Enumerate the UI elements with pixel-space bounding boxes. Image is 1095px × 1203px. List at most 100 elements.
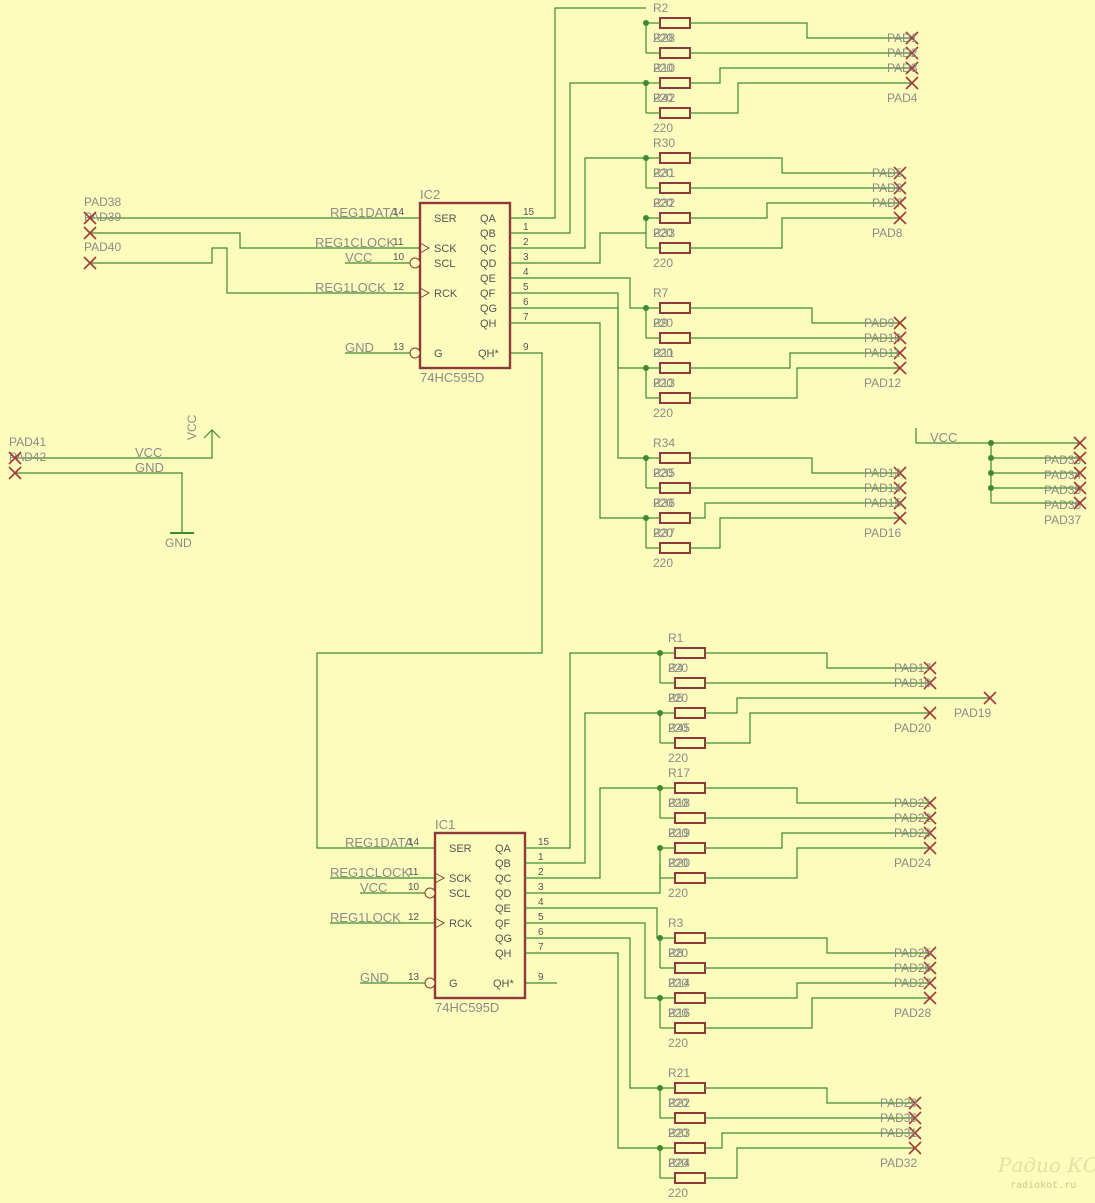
pad-marker <box>893 211 907 225</box>
gnd-symbol-label: GND <box>165 536 192 550</box>
wire <box>705 847 930 879</box>
pin-number: 9 <box>538 972 544 983</box>
pad-marker <box>905 31 919 45</box>
junction-dot <box>657 845 663 851</box>
net-label: VCC <box>360 880 387 895</box>
resistor <box>659 182 691 194</box>
resistor-name: R4 <box>668 661 684 675</box>
resistor-name: R11 <box>653 346 674 360</box>
pad-marker <box>1073 466 1087 480</box>
pad-label: PAD15 <box>864 496 901 510</box>
pad-label: PAD40 <box>84 240 121 254</box>
watermark-logo: Радио КОТ <box>997 1153 1095 1177</box>
pad-label: PAD29 <box>880 1096 917 1110</box>
ic-part: 74HC595D <box>420 370 484 385</box>
pin-number: 11 <box>393 237 404 248</box>
pin-label: QD <box>480 258 497 270</box>
pad-label: PAD27 <box>894 976 931 990</box>
resistor-group: R17220R18220R19220R20220PAD21PAD22PAD23P… <box>525 766 937 900</box>
pin-label: RCK <box>449 918 473 930</box>
pin-number: 12 <box>408 912 420 923</box>
wire <box>525 952 660 1149</box>
resistor-value: 220 <box>653 316 673 330</box>
power-labels: PAD41 PAD42 VCC GND VCC GND <box>9 414 199 550</box>
pin-label: QC <box>495 873 512 885</box>
resistor <box>674 1172 706 1184</box>
wire <box>690 217 900 249</box>
resistor-name: R10 <box>653 61 675 75</box>
resistor-name: R37 <box>653 526 675 540</box>
wire <box>705 1147 915 1179</box>
pin-number: 3 <box>538 882 544 893</box>
pad-marker <box>908 1141 922 1155</box>
resistor-name: R31 <box>653 166 675 180</box>
wire <box>690 352 900 369</box>
net-label: REG1CLOCK <box>315 235 396 250</box>
pin-number: 2 <box>523 237 529 248</box>
pin-number: 14 <box>393 207 405 218</box>
pin-label: SER <box>449 843 472 855</box>
pin-label: QE <box>495 903 511 915</box>
resistor-group: R21220R22220R23220R24220PAD29PAD30PAD31P… <box>525 937 922 1200</box>
wire <box>510 7 646 219</box>
net-label: REG1CLOCK <box>330 865 411 880</box>
pad-label: PAD35 <box>1044 483 1081 497</box>
pad-marker <box>893 331 907 345</box>
pad-marker <box>83 256 97 270</box>
pin-number: 7 <box>538 942 544 953</box>
pin-label: QB <box>480 228 496 240</box>
resistor <box>674 707 706 719</box>
pad-marker <box>893 316 907 330</box>
pad-marker <box>905 76 919 90</box>
pad-marker <box>983 691 997 705</box>
pad-marker <box>905 46 919 60</box>
pad-marker <box>923 706 937 720</box>
wire <box>705 1132 915 1149</box>
resistor-value: 220 <box>653 61 673 75</box>
wire <box>705 652 930 669</box>
junction-dot <box>643 20 649 26</box>
pin-label: QH* <box>493 978 515 990</box>
pad-label: PAD6 <box>872 181 903 195</box>
pad-label: PAD19 <box>954 706 991 720</box>
ic-body <box>433 831 527 1000</box>
pin-number: 6 <box>523 297 529 308</box>
resistor <box>674 1022 706 1034</box>
wire <box>510 292 646 369</box>
resistor-value: 220 <box>653 406 673 420</box>
resistor-name: R9 <box>653 316 669 330</box>
net-label: REG1DATA <box>345 835 413 850</box>
resistor-value: 220 <box>668 946 688 960</box>
resistor-value: 220 <box>653 91 673 105</box>
resistor <box>674 1082 706 1094</box>
pin-label: QH <box>495 948 512 960</box>
resistor-name: R18 <box>668 796 690 810</box>
resistor <box>659 212 691 224</box>
pad-marker <box>908 1111 922 1125</box>
pad-marker <box>923 946 937 960</box>
pad-label: PAD17 <box>894 661 931 675</box>
ic-part: 74HC595D <box>435 1000 499 1015</box>
pad-label: PAD18 <box>894 676 931 690</box>
wiring-left <box>90 217 557 984</box>
resistor-name: R36 <box>653 496 675 510</box>
pin-number: 1 <box>538 852 544 863</box>
resistor <box>674 737 706 749</box>
resistor-value: 220 <box>668 1156 688 1170</box>
resistor-name: R14 <box>668 976 690 990</box>
resistor-value: 220 <box>653 526 673 540</box>
wire <box>690 67 912 84</box>
pad-label: PAD37 <box>1044 513 1081 527</box>
resistor-group: R34220R35220R36220R37220PAD13PAD14PAD15P… <box>510 307 907 570</box>
resistor-value: 220 <box>653 196 673 210</box>
resistor-name: R7 <box>653 286 669 300</box>
wire <box>705 832 930 849</box>
pin-number: 15 <box>538 837 550 848</box>
resistor-value: 220 <box>668 856 688 870</box>
clock-symbol <box>419 287 431 299</box>
pin-label: QF <box>495 918 511 930</box>
pad-label: PAD24 <box>894 856 931 870</box>
generated-parts: SER14SCK11SCL10RCK12G13QA15QB1QC2QD3QE4Q… <box>8 1 1087 1200</box>
pad-marker <box>923 796 937 810</box>
